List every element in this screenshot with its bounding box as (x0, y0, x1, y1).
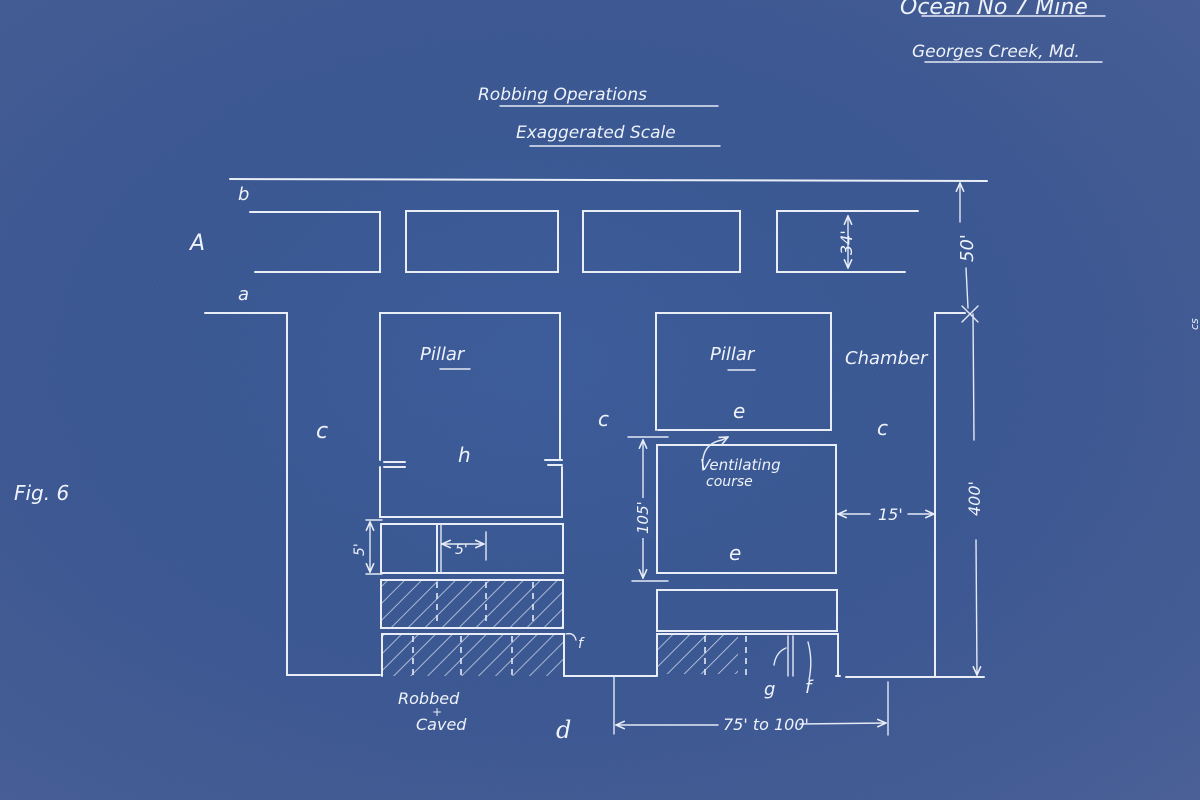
right-pillar: Pillar e Ventilating course e 105' (627, 312, 839, 700)
f-leader (807, 641, 812, 681)
label-A: A (188, 231, 205, 256)
robbed-area-1-fill (381, 580, 563, 628)
mine-name: Ocean No 7 Mine (900, 0, 1088, 20)
figure-label: Fig. 6 (14, 481, 69, 505)
entry-row: b A a 34' 50' (188, 178, 988, 323)
left-pillar-top (379, 312, 561, 461)
ventilating-block (656, 444, 837, 574)
label-robbed-line2: + (432, 705, 442, 719)
label-chamber: Chamber (845, 348, 929, 369)
dim-slice-width: 5' (455, 542, 468, 558)
label-robbed-line3: Caved (416, 715, 467, 734)
bottom-dimension: 75' to 100' d (556, 675, 889, 744)
right-chamber-wall (934, 312, 966, 677)
left-pillar: Pillar h 5' 5' f (352, 312, 585, 734)
header-block: Ocean No 7 Mine Georges Creek, Md. (900, 0, 1106, 63)
left-chamber: c (204, 312, 381, 676)
ventilating-leader (701, 437, 728, 471)
label-robbed-line1: Robbed (398, 689, 460, 708)
title-block: Robbing Operations Exaggerated Scale (478, 85, 721, 147)
label-g: g (764, 679, 775, 700)
label-ventilating-line1: Ventilating (700, 456, 781, 474)
dim-slice-height: 5' (352, 543, 368, 556)
entry-block-2 (405, 210, 559, 273)
location-label: Georges Creek, Md. (912, 42, 1080, 62)
robbed-area-2-fill (382, 634, 564, 676)
label-a: a (238, 284, 249, 305)
small-f-leader (565, 632, 577, 641)
dim-bottom-span: 75' to 100' (723, 715, 809, 734)
dim-cross-mark (961, 305, 979, 323)
slice-row (380, 523, 564, 574)
dim-top-span: 50' (957, 234, 978, 262)
label-ventilating-line2: course (706, 474, 753, 490)
title-line2: Exaggerated Scale (516, 123, 676, 143)
dim-50-arrow-bottom (965, 267, 969, 309)
label-h: h (458, 443, 471, 467)
label-f: f (805, 677, 814, 698)
entry-block-1 (249, 211, 381, 273)
label-d: d (556, 716, 571, 744)
dim-400-line-bottom (976, 539, 977, 675)
label-c-left: c (316, 419, 328, 444)
g-leader (773, 647, 787, 666)
dim-chamber-length: 400' (965, 481, 984, 516)
right-chamber: Chamber c 15' 400' (835, 312, 985, 678)
right-slice-row (656, 589, 838, 632)
dim-ventilating-course-span: 105' (634, 501, 652, 534)
left-chamber-outline (204, 312, 381, 676)
label-pillar-right: Pillar (710, 344, 756, 365)
bottom-dim-arrow-right (799, 723, 886, 724)
label-c-middle: c (598, 407, 609, 431)
dim-entry-block-height: 34' (837, 230, 856, 255)
entry-block-3 (582, 210, 741, 273)
label-f-small: f (578, 636, 585, 652)
label-e-upper: e (733, 399, 745, 423)
label-pillar-left: Pillar (420, 344, 466, 365)
dim-400-line-top (972, 313, 975, 441)
dim-105-gap (632, 498, 654, 538)
robbed-area-1 (380, 579, 564, 629)
label-e-lower: e (729, 541, 741, 565)
dim-chamber-width: 15' (878, 505, 903, 524)
right-pillar-top (655, 312, 832, 431)
right-robbed-fill (658, 634, 738, 674)
label-b: b (238, 184, 249, 205)
left-pillar-lower (379, 466, 563, 518)
title-line1: Robbing Operations (478, 85, 647, 105)
line-b (229, 178, 988, 182)
label-c-right: c (877, 416, 888, 440)
margin-mark: cs (1188, 318, 1200, 330)
right-robbed-outline (656, 633, 839, 677)
robbed-area-2 (381, 633, 565, 677)
entry-block-4 (776, 210, 919, 273)
